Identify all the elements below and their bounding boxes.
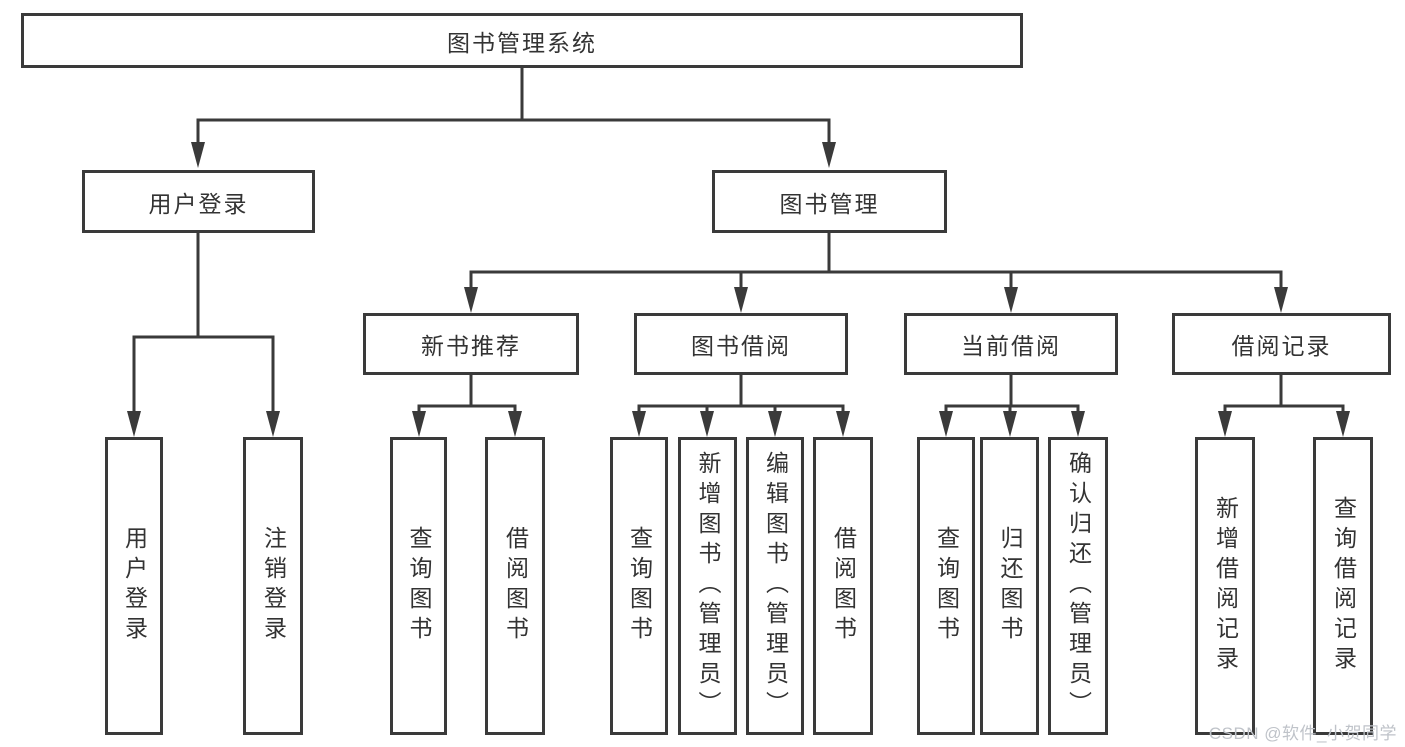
arrowhead-leaf-borrow-books-2 (836, 411, 850, 437)
arrowheads (127, 142, 1350, 437)
arrowhead-leaf-return-book (1003, 411, 1017, 437)
node-book-management: 图书管理 (712, 170, 947, 233)
csdn-watermark: CSDN @软件_小贺同学 (1208, 724, 1397, 743)
leaf-user-login: 用户登录 (105, 437, 163, 735)
arrowhead-current-borrow (1004, 287, 1018, 313)
node-current-borrow: 当前借阅 (904, 313, 1118, 375)
leaf-return-book: 归还图书 (980, 437, 1039, 735)
leaf-query-borrow-record: 查询借阅记录 (1313, 437, 1373, 735)
leaf-add-book-admin: 新增图书（管理员） (678, 437, 737, 735)
arrowhead-leaf-add-book (700, 411, 714, 437)
leaf-confirm-return-admin: 确认归还（管理员） (1048, 437, 1108, 735)
node-root: 图书管理系统 (21, 13, 1023, 68)
arrowhead-leaf-confirm-return (1071, 411, 1085, 437)
arrowhead-borrow-records (1274, 287, 1288, 313)
arrowhead-book-management (822, 142, 836, 168)
leaf-query-books-2: 查询图书 (610, 437, 668, 735)
arrowhead-leaf-user-login (127, 411, 141, 437)
leaf-borrow-books-1: 借阅图书 (485, 437, 545, 735)
arrowhead-leaf-query-books-1 (412, 411, 426, 437)
arrowhead-user-login (191, 142, 205, 168)
node-book-borrow: 图书借阅 (634, 313, 848, 375)
leaf-query-books-3: 查询图书 (917, 437, 975, 735)
arrowhead-leaf-borrow-books-1 (508, 411, 522, 437)
node-user-login: 用户登录 (82, 170, 315, 233)
node-borrow-records: 借阅记录 (1172, 313, 1391, 375)
node-new-book-recommend: 新书推荐 (363, 313, 579, 375)
arrowhead-leaf-query-books-3 (939, 411, 953, 437)
arrowhead-leaf-query-record (1336, 411, 1350, 437)
arrowhead-leaf-edit-book (768, 411, 782, 437)
leaf-borrow-books-2: 借阅图书 (813, 437, 873, 735)
arrowhead-leaf-query-books-2 (632, 411, 646, 437)
leaf-logout: 注销登录 (243, 437, 303, 735)
leaf-edit-book-admin: 编辑图书（管理员） (746, 437, 804, 735)
arrowhead-leaf-add-record (1218, 411, 1232, 437)
arrowhead-leaf-logout (266, 411, 280, 437)
arrowhead-book-borrow (734, 287, 748, 313)
leaf-query-books-1: 查询图书 (390, 437, 447, 735)
arrowhead-new-book-recommend (464, 287, 478, 313)
leaf-add-borrow-record: 新增借阅记录 (1195, 437, 1255, 735)
